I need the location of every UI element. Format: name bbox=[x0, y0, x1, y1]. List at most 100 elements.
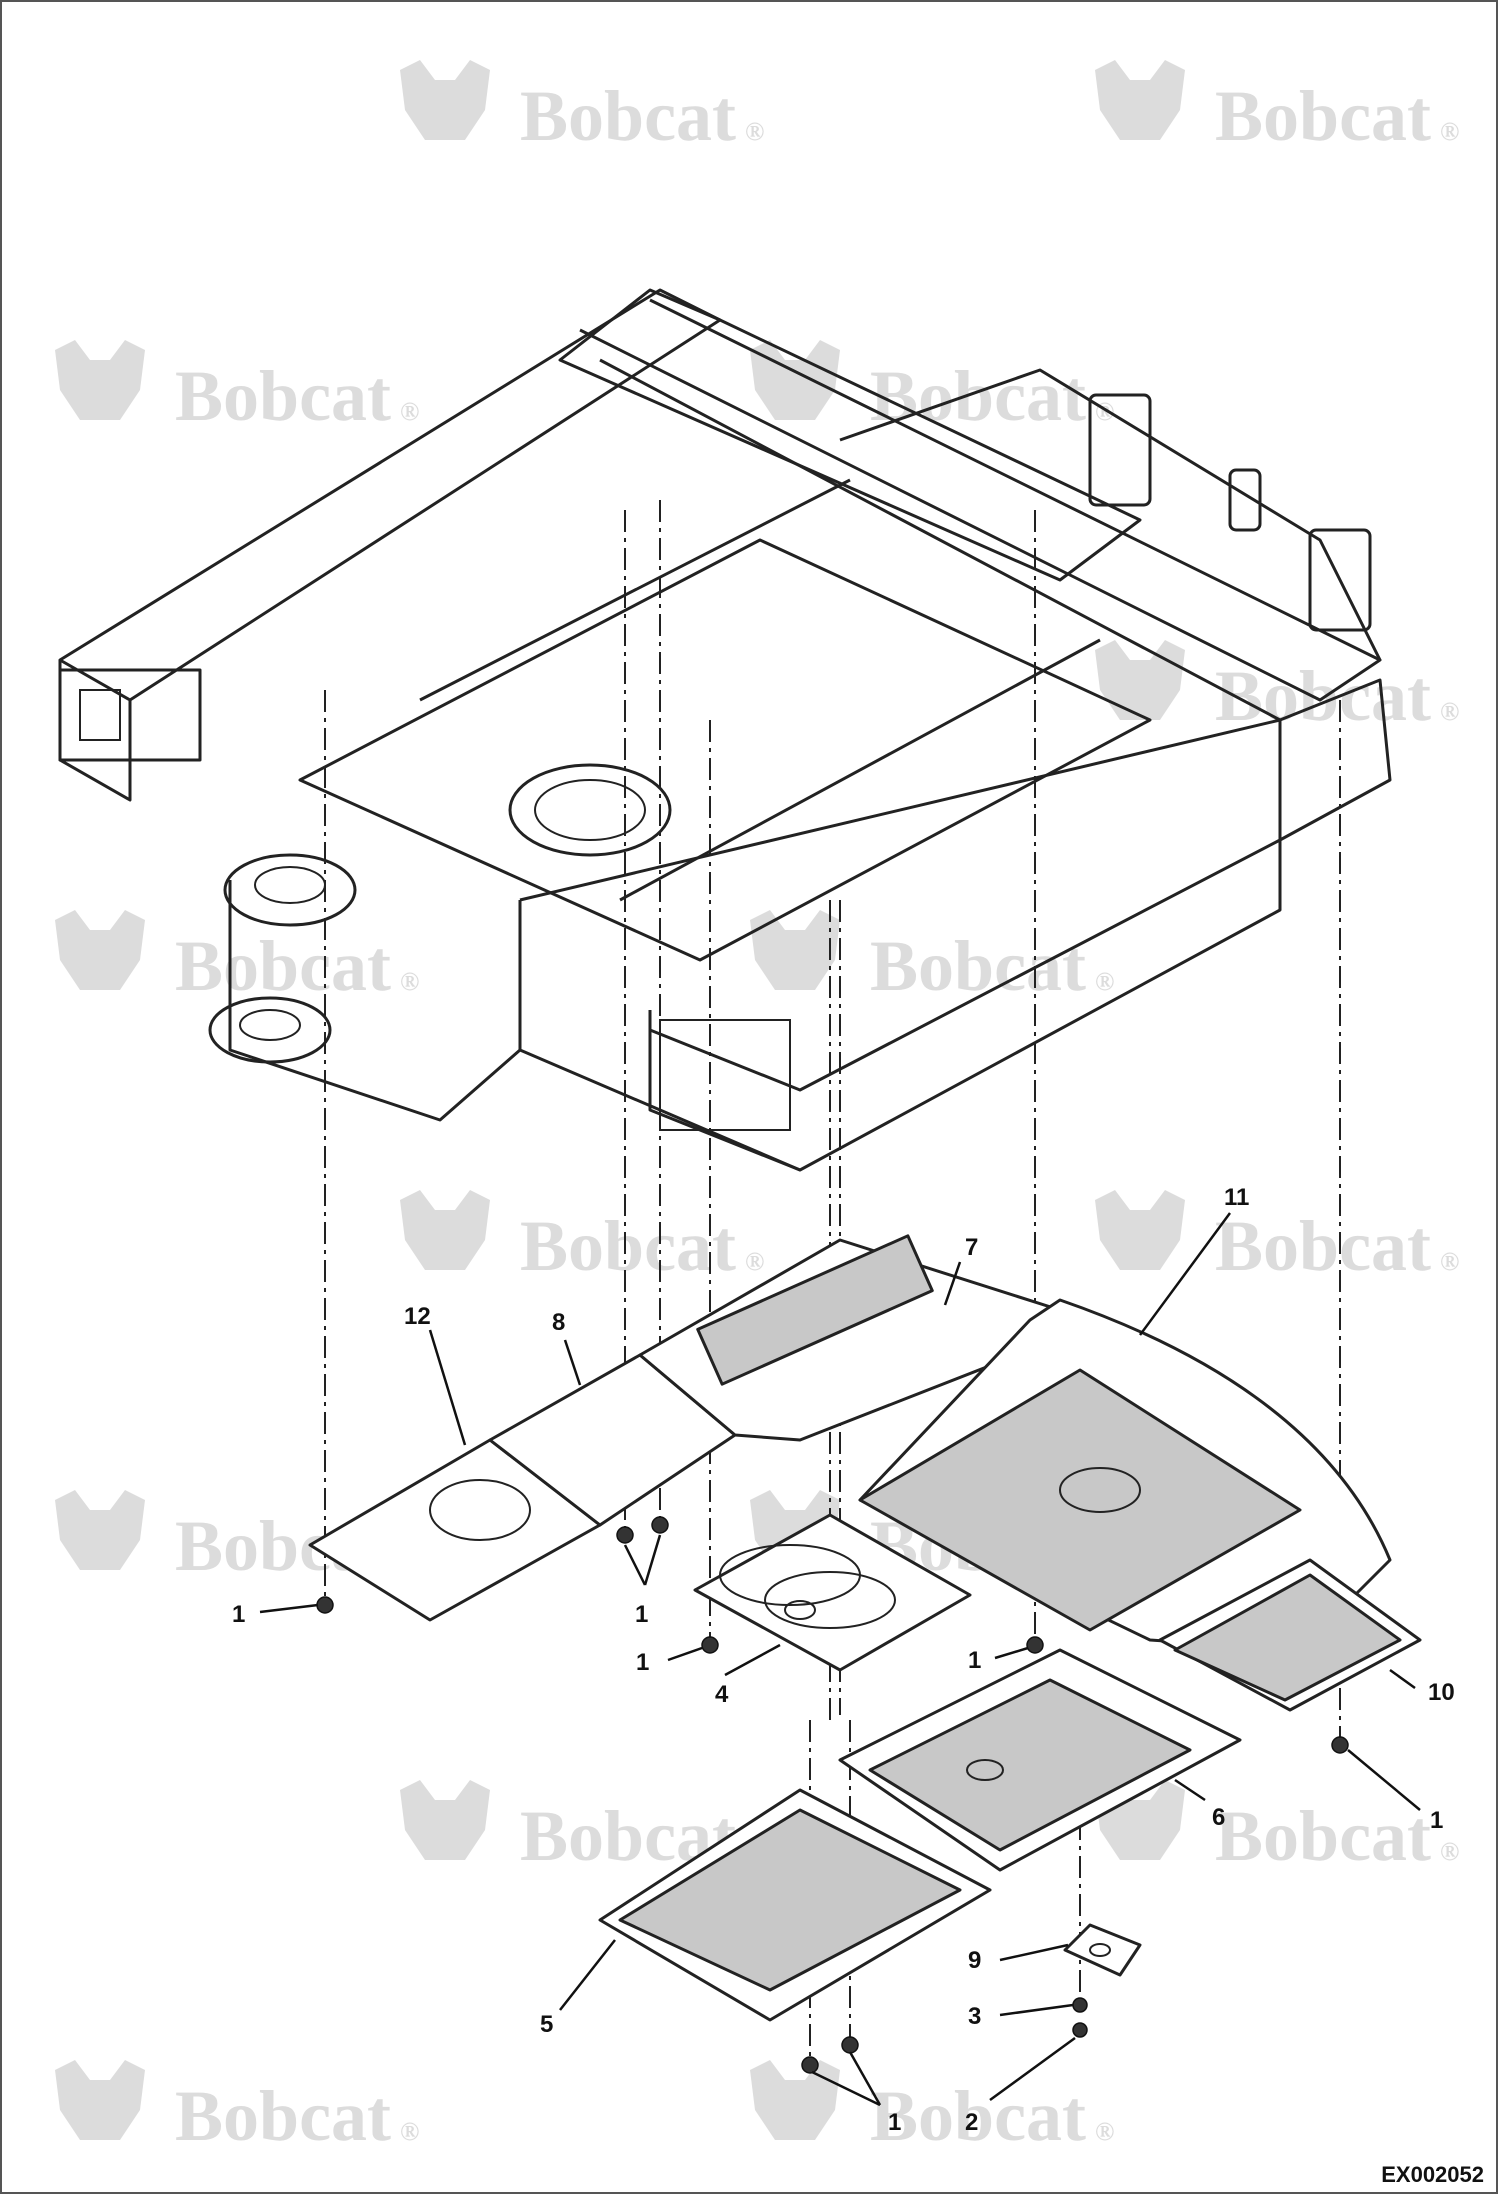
frame-front-box-opening bbox=[659, 1019, 791, 1131]
bobcat-head-icon bbox=[1095, 1190, 1185, 1270]
plate-6-hole bbox=[966, 1759, 1004, 1781]
watermark-registered-mark: ® bbox=[1095, 2117, 1114, 2146]
bobcat-watermark: Bobcat ® bbox=[1095, 640, 1459, 736]
boom-bracket bbox=[228, 880, 521, 1122]
bobcat-watermark: Bobcat® bbox=[55, 1490, 419, 1586]
watermark-registered-mark: ® bbox=[400, 2117, 419, 2146]
boom-lug-lower-hole bbox=[239, 1009, 301, 1041]
watermark-brand-text: Bobcat bbox=[1215, 76, 1431, 156]
bobcat-head-icon bbox=[750, 910, 840, 990]
brace-left-arm bbox=[419, 478, 851, 702]
callout-labels: 1 1 1 1 1 1 2 3 4 5 6 7 8 9 10 11 12 bbox=[232, 1184, 1455, 2136]
bolt-pair-a bbox=[616, 1526, 634, 1544]
bobcat-head-icon bbox=[55, 2060, 145, 2140]
callout-6: 6 bbox=[1212, 1804, 1225, 1831]
plate-9 bbox=[1063, 1923, 1142, 1977]
bobcat-watermark: Bobcat® bbox=[400, 60, 764, 156]
bobcat-watermark: Bobcat® bbox=[400, 1780, 764, 1876]
bobcat-watermark: Bobcat ® bbox=[1095, 1190, 1459, 1286]
bobcat-watermark: Bobcat ® bbox=[55, 340, 419, 436]
bobcat-head-icon bbox=[55, 1490, 145, 1570]
frame-front-box bbox=[648, 1010, 801, 1172]
watermark-registered-mark: ® bbox=[1440, 697, 1459, 726]
watermark-registered-mark: ® bbox=[1095, 967, 1114, 996]
callout-1-pair: 1 bbox=[635, 1601, 648, 1628]
watermark-registered-mark: ® bbox=[1440, 1247, 1459, 1276]
frame-rear-beam bbox=[579, 298, 1382, 702]
bobcat-watermark: Bobcat® bbox=[1095, 60, 1459, 156]
bobcat-watermark: Bobcat ® bbox=[750, 2060, 1114, 2156]
watermark-brand-text: Bobcat bbox=[870, 356, 1086, 436]
bobcat-head-icon bbox=[1095, 640, 1185, 720]
plate-12-hole bbox=[429, 1479, 531, 1541]
brace-right-arm bbox=[619, 638, 1101, 902]
plate-10-pad bbox=[1173, 1573, 1402, 1702]
swing-bearing-ring bbox=[508, 763, 672, 857]
upper-frame-assembly bbox=[58, 288, 1392, 1172]
callout-1-center: 1 bbox=[636, 1649, 649, 1676]
bolt-bottom-a bbox=[801, 2056, 819, 2074]
bolt-pair-b bbox=[651, 1516, 669, 1534]
callout-4: 4 bbox=[715, 1681, 729, 1708]
bobcat-head-icon bbox=[400, 1780, 490, 1860]
plate-9-hole bbox=[1089, 1943, 1111, 1957]
watermark-brand-text: Bobcat bbox=[175, 926, 391, 1006]
bobcat-head-icon bbox=[750, 2060, 840, 2140]
callout-2: 2 bbox=[965, 2109, 978, 2136]
watermark-registered-mark: ® bbox=[745, 1247, 764, 1276]
bobcat-head-icon bbox=[55, 910, 145, 990]
boom-lug-upper bbox=[223, 853, 357, 927]
watermark-brand-text: Bobcat bbox=[1215, 1796, 1431, 1876]
callout-5: 5 bbox=[540, 2011, 553, 2038]
left-end-slot bbox=[79, 689, 121, 741]
watermark-brand-text: Bobcat bbox=[1215, 1206, 1431, 1286]
bolt-left bbox=[316, 1596, 334, 1614]
bobcat-head-icon bbox=[1095, 60, 1185, 140]
bobcat-head-icon bbox=[400, 1190, 490, 1270]
plate-11-opening bbox=[1059, 1467, 1141, 1513]
callout-8: 8 bbox=[552, 1309, 565, 1336]
swing-bearing-inner bbox=[534, 779, 646, 841]
right-post-2 bbox=[1308, 528, 1372, 632]
bobcat-watermark: Bobcat ® bbox=[55, 2060, 419, 2156]
watermark-registered-mark: ® bbox=[745, 117, 764, 146]
callout-3: 3 bbox=[968, 2003, 981, 2030]
frame-front-edge bbox=[519, 718, 1281, 902]
watermark-registered-mark: ® bbox=[400, 397, 419, 426]
watermark-brand-text: Bobcat bbox=[175, 2076, 391, 2156]
watermark-brand-text: Bobcat bbox=[520, 1206, 736, 1286]
figure-reference-code: EX002052 bbox=[1381, 2162, 1484, 2187]
frame-top-right bbox=[839, 368, 1382, 661]
boom-lug-upper-hole bbox=[254, 866, 326, 904]
watermark-brand-text: Bobcat bbox=[175, 356, 391, 436]
leader-lines bbox=[259, 1212, 1421, 2107]
callout-1-left: 1 bbox=[232, 1601, 245, 1628]
watermark-registered-mark: ® bbox=[1095, 397, 1114, 426]
plate-5-pad bbox=[618, 1808, 962, 1992]
bobcat-head-icon bbox=[750, 340, 840, 420]
bobcat-watermark: Bobcat ® bbox=[55, 910, 419, 1006]
frame-center-brace bbox=[298, 538, 1152, 962]
plate-4-grille bbox=[719, 1544, 896, 1629]
watermark-brand-text: Bobcat bbox=[870, 926, 1086, 1006]
cover-plates bbox=[308, 1234, 1422, 2022]
watermark-brand-text: Bobcat bbox=[870, 2076, 1086, 2156]
boom-lug-lower bbox=[208, 996, 332, 1064]
bolts bbox=[316, 1516, 1349, 2074]
watermark-layer: Bobcat ® Bobcat ® Bobcat ® Bobcat ® Bobcat ® Bobca… bbox=[55, 60, 1459, 2156]
bolt-bottom-b bbox=[841, 2036, 859, 2054]
callout-1-bottom: 1 bbox=[888, 2109, 901, 2136]
watermark-brand-text: Bobcat bbox=[1215, 656, 1431, 736]
watermark-registered-mark: ® bbox=[400, 967, 419, 996]
bolt-mid bbox=[1026, 1636, 1044, 1654]
plate-6-pad bbox=[868, 1678, 1192, 1852]
frame-right-end bbox=[1279, 678, 1392, 842]
callout-1-mid: 1 bbox=[968, 1647, 981, 1674]
bolt-9-washer bbox=[1072, 1997, 1088, 2013]
bolt-center bbox=[701, 1636, 719, 1654]
plate-4 bbox=[693, 1513, 972, 1672]
callout-7: 7 bbox=[965, 1234, 978, 1261]
